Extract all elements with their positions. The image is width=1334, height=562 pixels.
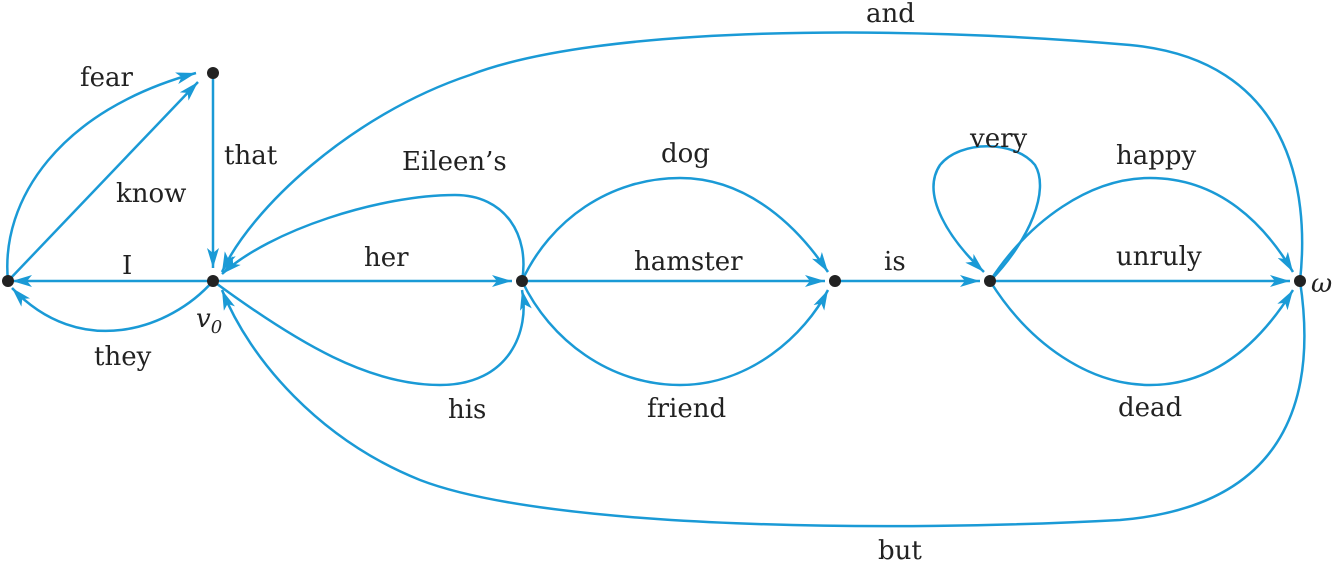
label-they: they: [94, 342, 152, 372]
edge-but: [220, 280, 1306, 528]
label-fear: fear: [80, 63, 134, 93]
edge-know: [7, 81, 199, 282]
edge-eileens: [221, 193, 525, 282]
edge-very: [932, 145, 1042, 282]
label-eileens: Eileen’s: [402, 147, 507, 177]
nodes: [2, 67, 1306, 287]
label-happy: happy: [1116, 141, 1197, 171]
node-top: [207, 67, 219, 79]
edge-labels: fear know that I they Eileen’s her his d…: [80, 0, 1202, 562]
label-unruly: unruly: [1116, 242, 1202, 272]
label-her: her: [364, 243, 409, 273]
node-labels: v0 ω: [196, 269, 1332, 338]
label-is: is: [884, 247, 906, 277]
edge-fear: [6, 71, 197, 282]
label-and: and: [866, 0, 915, 29]
label-very: very: [969, 124, 1028, 154]
label-but: but: [878, 536, 922, 562]
node-omega: [1294, 275, 1306, 287]
edge-friend: [520, 280, 830, 387]
label-hamster: hamster: [634, 247, 743, 277]
label-know: know: [116, 179, 186, 209]
label-his: his: [448, 395, 486, 425]
node-noun-start: [516, 275, 528, 287]
node-is: [984, 275, 996, 287]
label-I: I: [122, 251, 132, 281]
node-left: [2, 275, 14, 287]
edge-happy: [988, 176, 1295, 282]
node-omega-label: ω: [1311, 269, 1332, 299]
edge-they: [11, 280, 214, 333]
label-dog: dog: [661, 139, 710, 169]
edge-and: [220, 31, 1304, 282]
node-v0: [207, 275, 219, 287]
node-noun-end: [829, 275, 841, 287]
node-v0-label: v0: [196, 304, 222, 338]
edges: [6, 31, 1306, 528]
edge-dead: [988, 280, 1295, 387]
label-that: that: [224, 141, 278, 171]
edge-dog: [520, 176, 830, 282]
label-dead: dead: [1118, 393, 1182, 423]
edge-his: [212, 279, 532, 387]
label-friend: friend: [647, 394, 726, 424]
